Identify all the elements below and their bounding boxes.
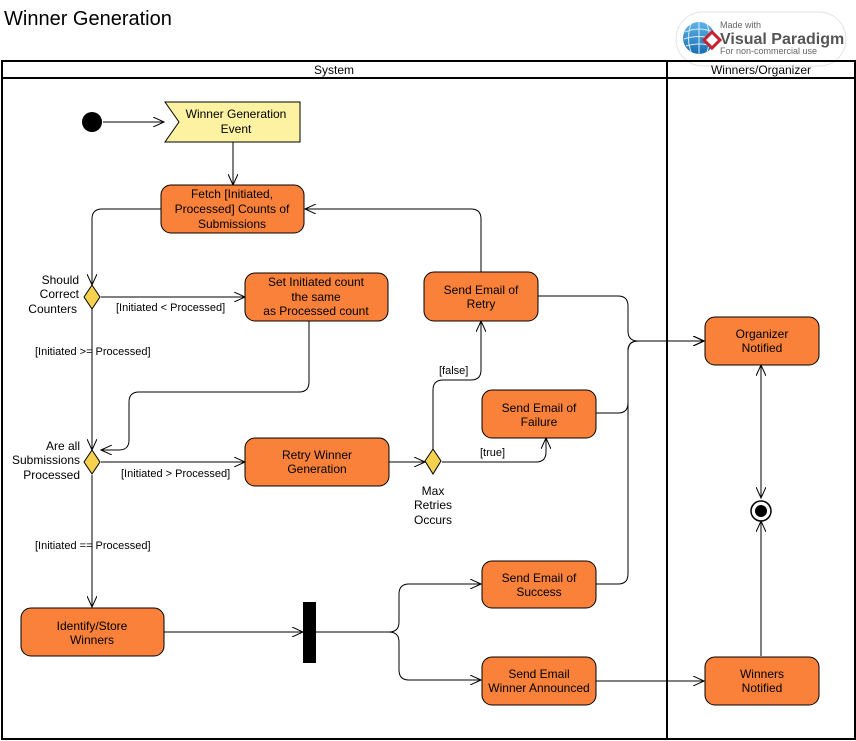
svg-text:Notified: Notified <box>742 341 783 355</box>
guard-initiated-equal: [Initiated == Processed] <box>35 540 151 552</box>
flow-max-retries-false <box>432 321 481 449</box>
fork-bar <box>303 602 316 663</box>
flow-retry-email-to-fetch <box>305 209 482 272</box>
svg-text:Send Email of: Send Email of <box>502 571 577 585</box>
svg-text:Counters: Counters <box>28 302 77 316</box>
action-send-email-winner-announced: Send Email Winner Announced <box>481 656 597 706</box>
final-node <box>750 500 772 522</box>
guard-initiated-greater: [Initiated > Processed] <box>121 468 230 480</box>
svg-text:Generation: Generation <box>287 462 346 476</box>
visual-paradigm-watermark: Made with Visual Paradigm For non-commer… <box>675 11 847 67</box>
flow-retry-email-to-organizer <box>538 295 704 341</box>
svg-text:Winners: Winners <box>740 667 784 681</box>
watermark-brand: Visual Paradigm <box>720 31 844 48</box>
svg-text:Should: Should <box>42 273 79 287</box>
svg-text:Processed: Processed <box>23 468 80 482</box>
diagram-title: Winner Generation <box>4 8 172 30</box>
flow-fetch-to-should-correct <box>92 208 161 285</box>
control-flows <box>92 122 761 681</box>
initial-node <box>82 112 102 132</box>
lane-header-system: System <box>314 63 354 77</box>
svg-text:Send Email: Send Email <box>508 667 569 681</box>
action-send-email-retry: Send Email of Retry <box>423 271 539 322</box>
svg-text:Event: Event <box>221 122 252 136</box>
svg-text:Occurs: Occurs <box>414 513 452 527</box>
decision-max-retries <box>424 448 442 475</box>
svg-text:as Processed count: as Processed count <box>263 304 369 318</box>
action-identify-store-winners: Identify/Store Winners <box>20 607 165 657</box>
guard-true: [true] <box>480 447 505 459</box>
svg-text:Notified: Notified <box>742 681 783 695</box>
flow-failure-email-to-organizer <box>596 341 704 414</box>
decision-should-correct-counters <box>83 284 101 310</box>
action-set-initiated-count: Set Initiated count the same as Processe… <box>244 272 389 322</box>
svg-text:Submissions: Submissions <box>198 217 266 231</box>
svg-text:Max: Max <box>422 484 445 498</box>
action-fetch-counts: Fetch [Initiated, Processed] Counts of S… <box>160 184 305 234</box>
svg-text:the same: the same <box>291 290 341 304</box>
svg-text:Winners: Winners <box>70 633 114 647</box>
svg-text:Send Email of: Send Email of <box>502 401 577 415</box>
svg-text:Are all: Are all <box>46 439 80 453</box>
decision-all-submissions-processed <box>83 449 101 475</box>
watermark-note: For non-commercial use <box>720 46 817 56</box>
flow-success-email-to-organizer <box>596 341 704 585</box>
lane-header-winners-organizer: Winners/Organizer <box>711 63 811 77</box>
action-organizer-notified: Organizer Notified <box>704 316 820 366</box>
decision-label-all-processed: Are all Submissions Processed <box>12 439 80 482</box>
action-winners-notified: Winners Notified <box>704 656 820 706</box>
swimlanes: System Winners/Organizer <box>1 60 856 740</box>
svg-text:Set Initiated count: Set Initiated count <box>268 275 365 289</box>
action-send-email-failure: Send Email of Failure <box>481 389 597 439</box>
visual-paradigm-logo-icon <box>683 22 723 54</box>
svg-text:Correct: Correct <box>40 287 80 301</box>
svg-text:Organizer: Organizer <box>736 327 789 341</box>
decision-label-max-retries: Max Retries Occurs <box>414 484 452 527</box>
decision-label-should-correct: Should Correct Counters <box>28 273 79 316</box>
svg-text:Winner Announced: Winner Announced <box>488 681 589 695</box>
flow-set-initiated-to-all-processed <box>101 321 310 450</box>
flow-fork-to-announced <box>316 631 481 680</box>
watermark-made-with: Made with <box>720 20 761 30</box>
svg-text:Send Email of: Send Email of <box>444 283 519 297</box>
svg-text:Processed] Counts of: Processed] Counts of <box>175 202 290 216</box>
event-winner-generation: Winner Generation Event <box>164 101 301 143</box>
svg-text:Winner Generation: Winner Generation <box>186 107 287 121</box>
action-send-email-success: Send Email of Success <box>481 560 597 609</box>
svg-text:Retry Winner: Retry Winner <box>282 448 352 462</box>
guard-initiated-less: [Initiated < Processed] <box>116 302 225 314</box>
svg-text:Fetch [Initiated,: Fetch [Initiated, <box>191 187 273 201</box>
flow-max-retries-true <box>442 438 546 463</box>
svg-text:Identify/Store: Identify/Store <box>57 619 128 633</box>
svg-text:Retry: Retry <box>467 297 496 311</box>
guard-false: [false] <box>439 365 468 377</box>
svg-text:Success: Success <box>516 585 561 599</box>
svg-text:Submissions: Submissions <box>12 453 80 467</box>
action-retry-winner-generation: Retry Winner Generation <box>244 437 390 487</box>
svg-text:Failure: Failure <box>521 415 558 429</box>
guard-initiated-gte: [Initiated >= Processed] <box>35 346 151 358</box>
flow-fork-to-success <box>316 584 481 633</box>
svg-text:Retries: Retries <box>414 498 452 512</box>
